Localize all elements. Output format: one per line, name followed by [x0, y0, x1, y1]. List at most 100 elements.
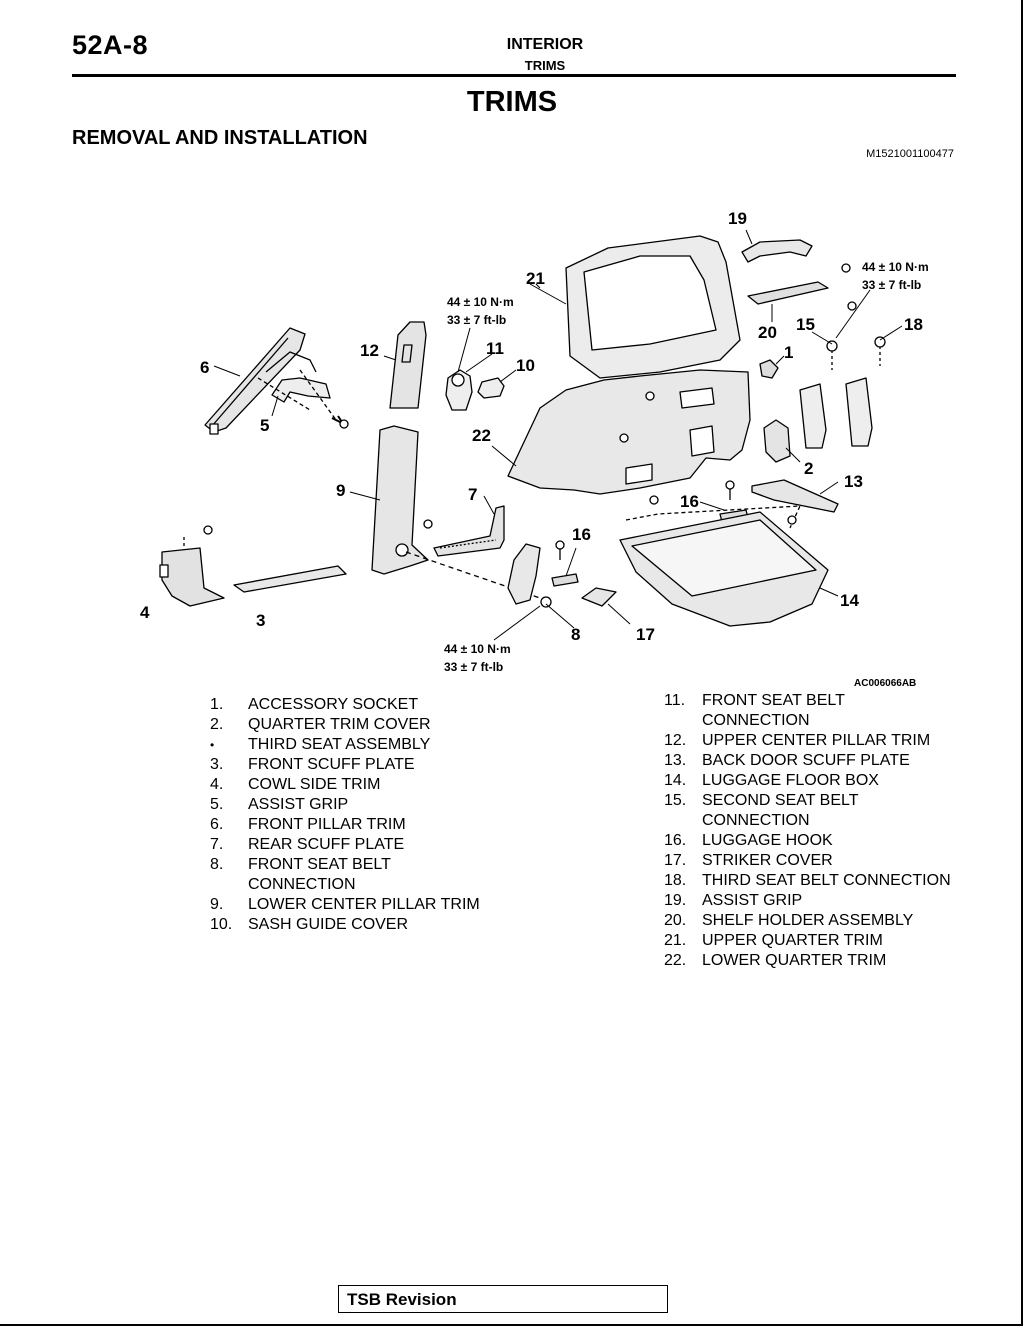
parts-list-text: SECOND SEAT BELT [702, 792, 859, 809]
parts-list-number: 9. [210, 896, 224, 913]
callout-10: 10 [516, 356, 535, 375]
parts-list-number [210, 875, 248, 895]
front-seat-belt-connection-lower-part [507, 543, 552, 608]
parts-list-text: COWL SIDE TRIM [248, 776, 381, 793]
callout-11: 11 [486, 339, 504, 358]
parts-list-number [664, 711, 702, 731]
callout-15: 15 [796, 315, 815, 334]
callout-18: 18 [904, 315, 923, 334]
parts-list-item: 21.UPPER QUARTER TRIM [664, 931, 951, 951]
parts-list-number: 3. [210, 756, 224, 773]
shelf-holder-assembly-part [747, 281, 857, 311]
parts-list-text: ASSIST GRIP [702, 892, 803, 909]
lower-quarter-trim-part [507, 369, 751, 495]
parts-list-item: CONNECTION [664, 711, 951, 731]
parts-list-text: LUGGAGE FLOOR BOX [702, 772, 879, 789]
front-seat-belt-connection-upper-part [445, 369, 473, 411]
callout-1: 1 [784, 343, 793, 362]
figure-code: AC006066AB [854, 678, 916, 689]
parts-list-text: UPPER CENTER PILLAR TRIM [702, 732, 931, 749]
parts-list-number: 6. [210, 816, 224, 833]
parts-list-number: 16. [664, 832, 687, 849]
assist-grip-rear-part [741, 239, 851, 273]
callout-5: 5 [260, 416, 269, 435]
callout-3: 3 [256, 611, 265, 630]
callout-12: 12 [360, 341, 379, 360]
parts-list-number: 13. [664, 752, 687, 769]
parts-list-right: 11. FRONT SEAT BELT CONNECTION 12. UPPER CEN… [664, 691, 951, 971]
torque-ftlb-right: 33 ± 7 ft-lb [862, 278, 921, 292]
back-door-scuff-plate-part [751, 479, 839, 513]
assist-grip-front-part [257, 351, 349, 429]
cowl-side-trim-part [159, 525, 225, 607]
parts-list-text: FRONT SCUFF PLATE [248, 756, 415, 773]
callout-20: 20 [758, 323, 777, 342]
page-number: 52A-8 [72, 30, 149, 60]
parts-list-item: 7.REAR SCUFF PLATE [210, 835, 480, 855]
torque-nm-right: 44 ± 10 N·m [862, 260, 929, 274]
parts-list-item: CONNECTION [210, 875, 480, 895]
parts-list-number: 12. [664, 732, 687, 749]
parts-list-text: LUGGAGE HOOK [702, 832, 833, 849]
rear-scuff-plate-part [423, 505, 505, 557]
parts-list-text: FRONT SEAT BELT [702, 692, 845, 709]
parts-list-item: 17.STRIKER COVER [664, 851, 951, 871]
parts-list-text: REAR SCUFF PLATE [248, 836, 405, 853]
procedure-title: REMOVAL AND INSTALLATION [72, 127, 368, 149]
callout-22: 22 [472, 426, 491, 445]
callout-9: 9 [336, 481, 345, 500]
tsb-revision-box: TSB Revision [338, 1285, 668, 1313]
parts-list-number: 18. [664, 872, 687, 889]
parts-list-item: 15.SECOND SEAT BELT [664, 791, 951, 811]
parts-list-item: 10. SASH GUIDE COVER [210, 915, 480, 935]
upper-quarter-trim-part [565, 235, 741, 379]
page-title: TRIMS [466, 86, 558, 118]
callout-6: 6 [200, 358, 209, 377]
section-title: INTERIOR [506, 36, 584, 53]
callout-16a: 16 [680, 492, 699, 511]
parts-list-text: CONNECTION [702, 712, 810, 729]
header-rule [72, 74, 956, 77]
parts-list-item: 3. FRONT SCUFF PLATE [210, 755, 480, 775]
callout-8: 8 [571, 625, 580, 644]
parts-list-item: 9.LOWER CENTER PILLAR TRIM [210, 895, 480, 915]
parts-list-item: 6. FRONT PILLAR TRIM [210, 815, 480, 835]
parts-list-item: 14. LUGGAGE FLOOR BOX [664, 771, 951, 791]
parts-list-number: • [210, 738, 215, 752]
parts-list-item: •THIRD SEAT ASSEMBLY [210, 735, 480, 755]
callout-13: 13 [844, 472, 863, 491]
parts-list-item: CONNECTION [664, 811, 951, 831]
parts-list-text: CONNECTION [702, 812, 810, 829]
parts-list-item: 16. LUGGAGE HOOK [664, 831, 951, 851]
parts-list-number: 19. [664, 892, 687, 909]
parts-list-text: FRONT SEAT BELT [248, 856, 391, 873]
parts-list-number: 22. [664, 952, 687, 969]
callout-2: 2 [804, 459, 813, 478]
parts-list-item: 18. THIRD SEAT BELT CONNECTION [664, 871, 951, 891]
parts-list-item: 13.BACK DOOR SCUFF PLATE [664, 751, 951, 771]
callout-4: 4 [140, 603, 150, 622]
leader-lines [213, 229, 903, 641]
parts-list-item: 1.ACCESSORY SOCKET [210, 695, 480, 715]
reference-code: M1521001100477 [866, 148, 954, 160]
sash-guide-cover-part [477, 377, 505, 399]
parts-list-text: THIRD SEAT BELT CONNECTION [702, 872, 951, 889]
upper-center-pillar-trim-part [389, 321, 427, 409]
parts-list-text: FRONT PILLAR TRIM [248, 816, 406, 833]
parts-list-number: 8. [210, 856, 224, 873]
parts-list-text: ACCESSORY SOCKET [248, 696, 419, 713]
parts-list-number: 11. [664, 692, 686, 709]
parts-list-item: 22.LOWER QUARTER TRIM [664, 951, 951, 971]
quarter-trim-cover-part [763, 419, 791, 463]
parts-list-number: 14. [664, 772, 687, 789]
second-third-seat-belt-connection-part [799, 336, 886, 449]
parts-list-text: UPPER QUARTER TRIM [702, 932, 883, 949]
parts-list-number [664, 811, 702, 831]
parts-list-item: 2.QUARTER TRIM COVER [210, 715, 480, 735]
parts-list-text: CONNECTION [248, 876, 356, 893]
parts-list-number: 10. [210, 916, 233, 933]
parts-list-number: 5. [210, 796, 224, 813]
parts-list-text: SASH GUIDE COVER [248, 916, 409, 933]
parts-list-item: 5.ASSIST GRIP [210, 795, 480, 815]
